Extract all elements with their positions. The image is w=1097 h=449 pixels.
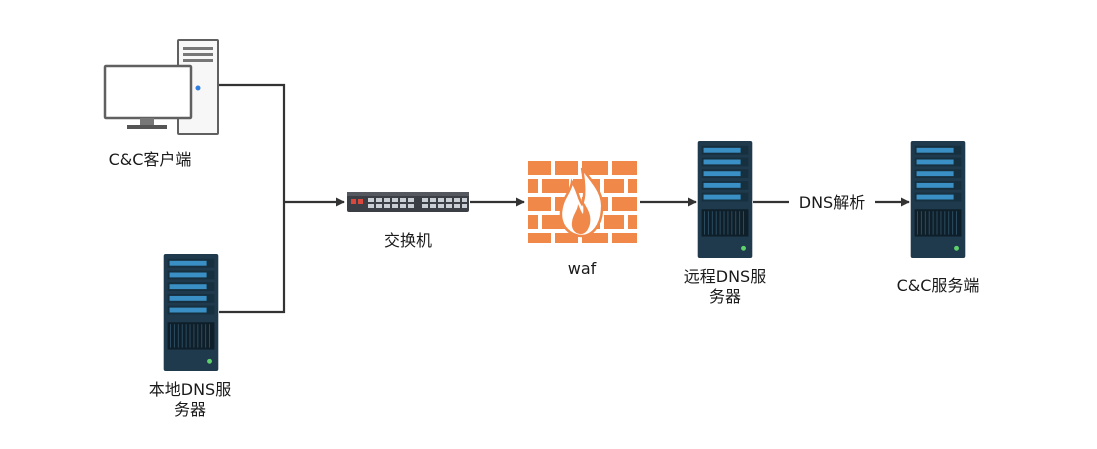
remote-dns-label: 远程DNS服 务器: [655, 267, 795, 307]
cc-client-label: C&C客户端: [108, 150, 192, 169]
network-switch-icon: [347, 192, 469, 212]
server-icon: [163, 254, 219, 371]
waf-label: waf: [567, 259, 597, 278]
desktop-computer-icon: [103, 39, 219, 135]
switch-label: 交换机: [383, 231, 432, 250]
dns-resolve-edge-label: DNS解析: [789, 193, 875, 213]
edge-client-to-switch: [219, 83, 286, 202]
local-dns-label-line2: 务器: [173, 400, 206, 419]
cc-server-label: C&C服务端: [896, 276, 980, 295]
server-icon: [910, 141, 966, 258]
firewall-icon: [528, 161, 637, 243]
local-dns-label: 本地DNS服 务器: [120, 380, 260, 420]
local-dns-label-line1: 本地DNS服: [148, 380, 232, 399]
remote-dns-label-line1: 远程DNS服: [683, 267, 767, 286]
edge-localdns-to-switch: [219, 202, 286, 314]
remote-dns-label-line2: 务器: [708, 287, 741, 306]
server-icon: [697, 141, 753, 258]
